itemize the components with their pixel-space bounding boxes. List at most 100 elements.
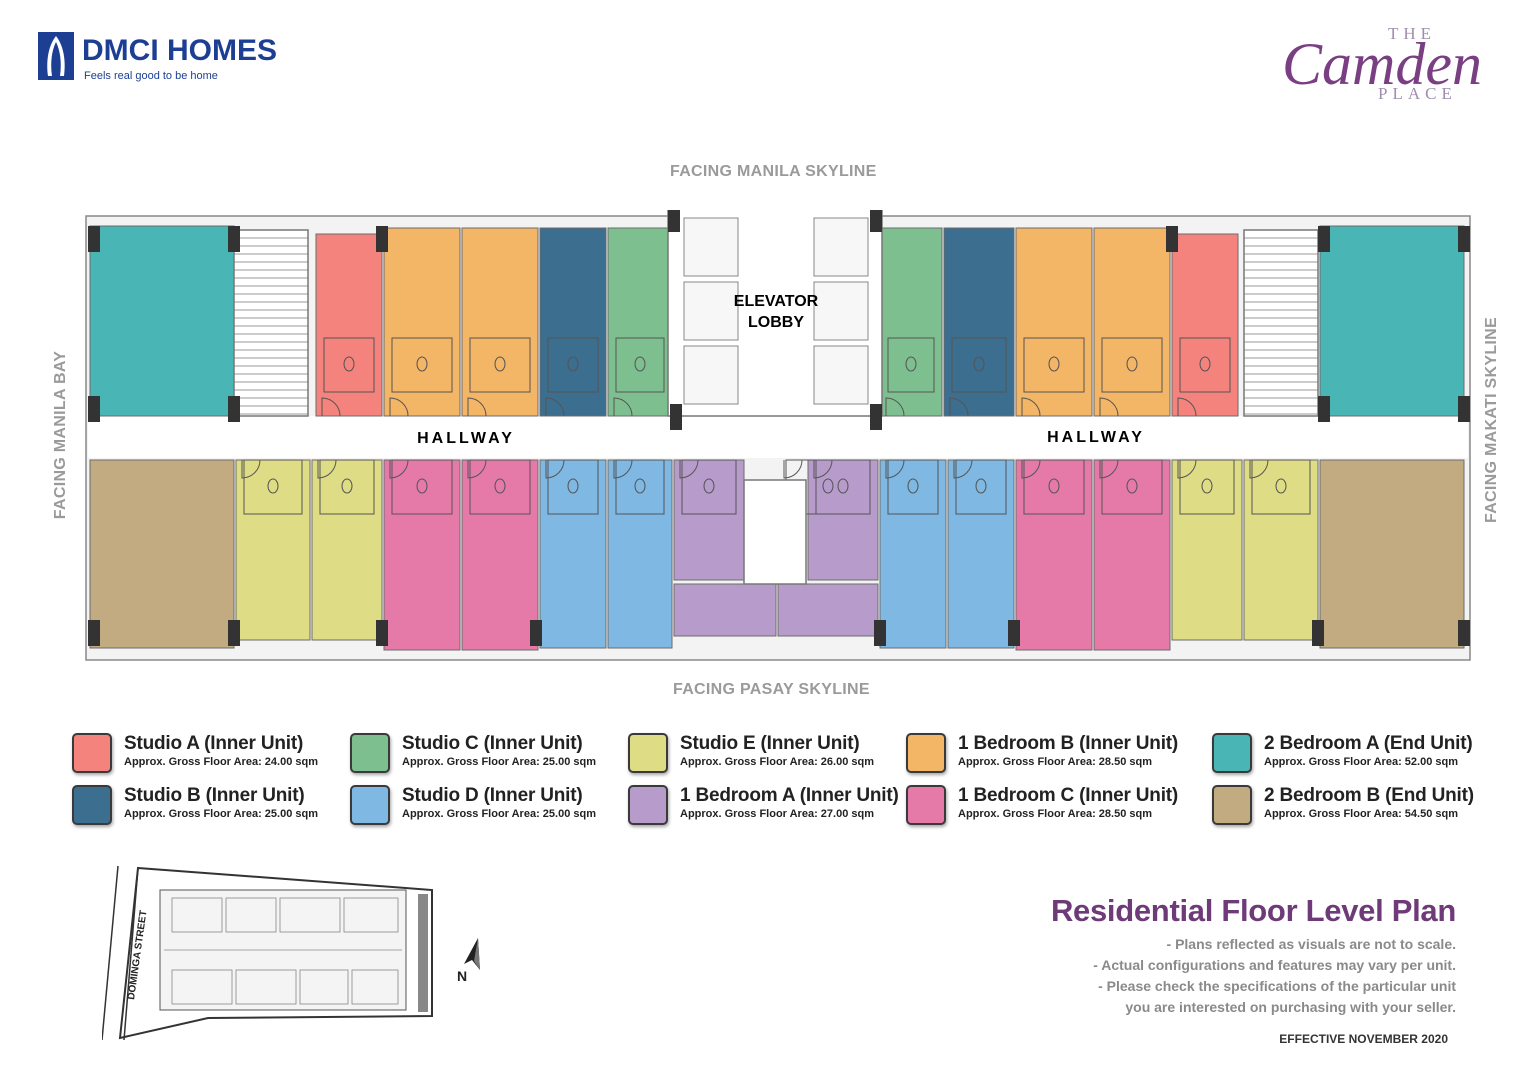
bathroom-outline [469, 337, 531, 393]
toilet-fixture [1126, 478, 1138, 494]
door-swing [1021, 397, 1041, 417]
elevator-car [813, 281, 869, 341]
bathroom-outline [1179, 337, 1231, 393]
elevator-car [813, 217, 869, 277]
toilet-fixture [1275, 478, 1287, 494]
bathroom-outline [1023, 337, 1085, 393]
unit-studio-d-inner-unit [879, 459, 947, 649]
legend-unit-name: 2 Bedroom A (End Unit) [1264, 733, 1473, 754]
unit-1-bedroom-a-inner-unit [807, 459, 879, 581]
unit-2-bedroom-a-end-unit [1319, 225, 1465, 417]
structural-column [668, 210, 680, 232]
structural-column [870, 210, 882, 232]
brand-tagline: Feels real good to be home [84, 70, 218, 82]
bathroom-outline [951, 337, 1007, 393]
unit-1-bedroom-b-inner-unit [461, 227, 539, 417]
bathroom-outline [681, 459, 737, 515]
toilet-fixture [634, 478, 646, 494]
bathroom-outline [615, 337, 665, 393]
legend-unit-name: Studio A (Inner Unit) [124, 733, 304, 754]
facing-east-label: FACING MAKATI SKYLINE [1483, 316, 1500, 523]
bathroom-outline [887, 459, 939, 515]
unit-studio-a-inner-unit [315, 233, 383, 417]
unit-2-bedroom-b-end-unit [89, 459, 235, 649]
toilet-fixture [1201, 478, 1213, 494]
unit-2-bedroom-a-end-unit [89, 225, 235, 417]
plan-title: Residential Floor Level Plan [1050, 893, 1456, 928]
structural-column [1166, 226, 1178, 252]
note-line: you are interested on purchasing with yo… [1125, 999, 1456, 1015]
bathroom-outline [1251, 459, 1311, 515]
unit-1-bedroom-a-inner-unit [673, 459, 745, 581]
bathroom-outline [547, 459, 599, 515]
bathroom-outline [547, 337, 599, 393]
bathroom-outline [391, 459, 453, 515]
structural-column [874, 620, 886, 646]
unit-studio-c-inner-unit [879, 227, 943, 417]
unit-studio-e-inner-unit [1243, 459, 1319, 641]
structural-column [1318, 396, 1330, 422]
service-core [743, 479, 807, 585]
hallway-label-right: HALLWAY [1047, 429, 1145, 446]
legend-unit-name: Studio E (Inner Unit) [680, 733, 860, 754]
facing-south-label: FACING PASAY SKYLINE [673, 681, 870, 698]
legend-swatch [1212, 785, 1252, 825]
legend-unit-area: Approx. Gross Floor Area: 27.00 sqm [680, 808, 874, 820]
unit-2-bedroom-b-end-unit [1319, 459, 1465, 649]
unit-studio-d-inner-unit [947, 459, 1015, 649]
bathroom-outline [1023, 459, 1085, 515]
legend-unit-name: Studio D (Inner Unit) [402, 785, 583, 806]
unit-studio-d-inner-unit [607, 459, 673, 649]
legend-unit-area: Approx. Gross Floor Area: 28.50 sqm [958, 756, 1152, 768]
legend-swatch [628, 785, 668, 825]
toilet-fixture [567, 356, 579, 372]
plan-notes: - Plans reflected as visuals are not to … [996, 934, 1456, 1018]
stair-core-left [233, 229, 309, 417]
unit-studio-e-inner-unit [311, 459, 383, 641]
toilet-fixture [907, 478, 919, 494]
legend-unit-area: Approx. Gross Floor Area: 24.00 sqm [124, 756, 318, 768]
door-swing [1099, 459, 1119, 479]
toilet-fixture [1048, 356, 1060, 372]
legend-swatch [906, 785, 946, 825]
legend-unit-name: 2 Bedroom B (End Unit) [1264, 785, 1474, 806]
door-swing [1177, 459, 1197, 479]
structural-column [870, 404, 882, 430]
legend-unit-name: 1 Bedroom C (Inner Unit) [958, 785, 1179, 806]
door-swing [545, 397, 565, 417]
legend-swatch [350, 733, 390, 773]
legend-swatch [1212, 733, 1252, 773]
unit-1-bedroom-a-inner-unit [673, 583, 777, 637]
door-swing [317, 459, 337, 479]
structural-column [88, 620, 100, 646]
legend-unit-area: Approx. Gross Floor Area: 52.00 sqm [1264, 756, 1458, 768]
effective-date: EFFECTIVE NOVEMBER 2020 [1279, 1032, 1448, 1046]
legend-unit-name: 1 Bedroom A (Inner Unit) [680, 785, 899, 806]
legend-swatch [906, 733, 946, 773]
logo-camden: Camden [1282, 31, 1482, 97]
structural-column [376, 226, 388, 252]
legend-unit-name: Studio B (Inner Unit) [124, 785, 305, 806]
structural-column [228, 620, 240, 646]
door-swing [241, 459, 261, 479]
door-swing [1021, 459, 1041, 479]
unit-1-bedroom-b-inner-unit [383, 227, 461, 417]
bathroom-outline [1101, 337, 1163, 393]
elevator-car [683, 217, 739, 277]
bathroom-outline [955, 459, 1007, 515]
legend-unit-area: Approx. Gross Floor Area: 28.50 sqm [958, 808, 1152, 820]
toilet-fixture [416, 356, 428, 372]
unit-studio-b-inner-unit [943, 227, 1015, 417]
structural-column [1458, 226, 1470, 252]
bathroom-outline [319, 459, 375, 515]
bathroom-outline [469, 459, 531, 515]
hallway-label-left: HALLWAY [417, 430, 515, 447]
door-swing [545, 459, 565, 479]
north-arrow-icon [464, 938, 480, 970]
bathroom-outline [243, 459, 303, 515]
door-swing [949, 397, 969, 417]
north-label: N [457, 968, 468, 984]
structural-column [530, 620, 542, 646]
note-line: - Plans reflected as visuals are not to … [1166, 936, 1456, 952]
door-swing [389, 459, 409, 479]
